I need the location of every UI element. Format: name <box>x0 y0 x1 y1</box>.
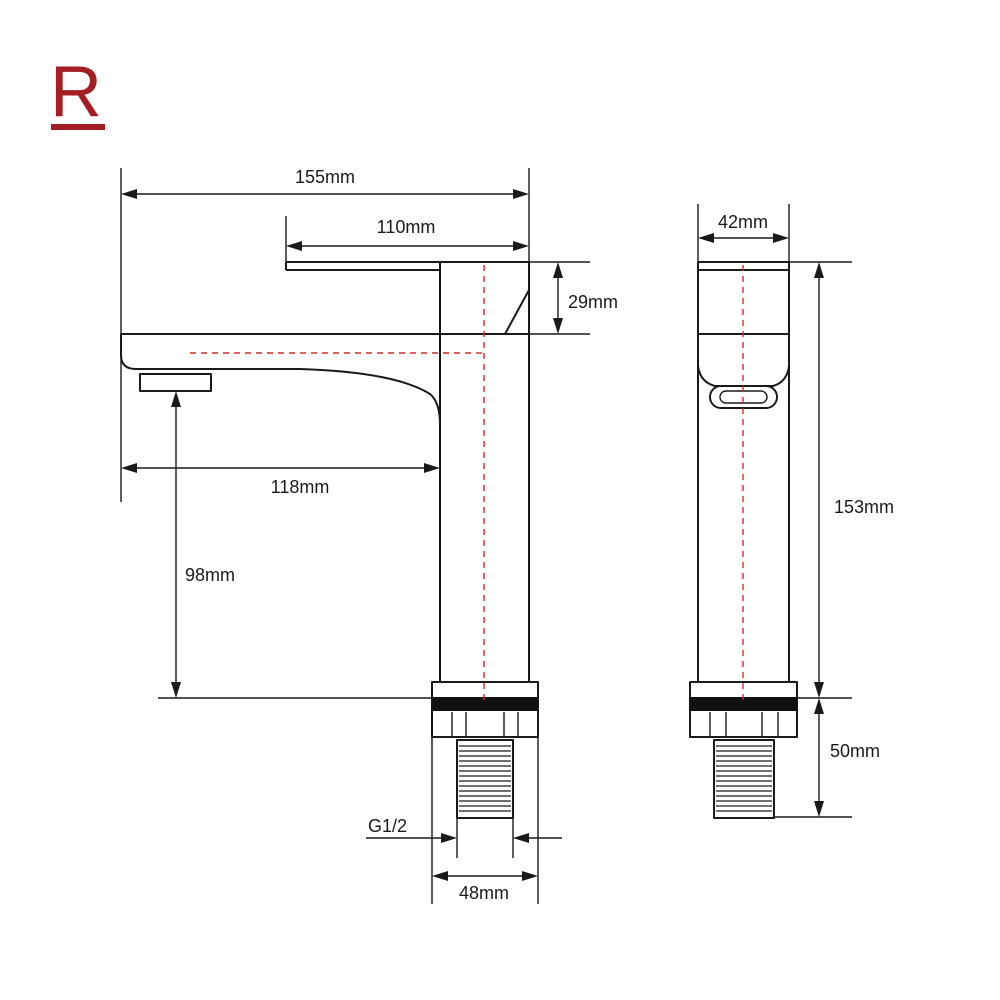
arrowhead <box>814 262 824 278</box>
dimension-label-handle-height: 29mm <box>568 292 618 312</box>
faucet-handle-lever <box>286 261 530 335</box>
shank-threads <box>459 745 511 812</box>
side-body <box>697 261 790 682</box>
side-view: 42mm 153mm 50mm <box>689 204 894 819</box>
arrowhead <box>553 318 563 334</box>
side-base-flange-band <box>690 697 797 711</box>
arrowhead <box>513 833 529 843</box>
arrowhead <box>171 391 181 407</box>
side-threaded-shank <box>713 739 775 819</box>
threaded-shank <box>456 739 514 819</box>
side-shank-threads <box>716 745 772 812</box>
dimension-label-spout-reach: 118mm <box>271 477 330 497</box>
arrowhead <box>441 833 457 843</box>
dimension-label-thread-size: G1/2 <box>368 816 407 836</box>
arrowhead <box>773 233 789 243</box>
arrowhead <box>522 871 538 881</box>
faucet-aerator <box>139 373 212 392</box>
arrowhead <box>286 241 302 251</box>
arrowhead <box>814 698 824 714</box>
arrowhead <box>513 241 529 251</box>
dimension-label-spout-clearance: 98mm <box>185 565 235 585</box>
arrowhead <box>121 463 137 473</box>
base-flange-band <box>432 697 538 711</box>
dimension-label-shank-length: 50mm <box>830 741 880 761</box>
dimension-label-body-width: 42mm <box>718 212 768 232</box>
arrowhead <box>121 189 137 199</box>
dimension-label-handle-length: 110mm <box>377 217 436 237</box>
arrowhead <box>171 682 181 698</box>
arrowhead <box>553 262 563 278</box>
brand-logo-underline <box>51 124 105 130</box>
brand-logo-letter: R <box>50 52 102 132</box>
arrowhead <box>513 189 529 199</box>
arrowhead <box>432 871 448 881</box>
front-view: 155mm 110mm 29mm 118mm 98mm G1/2 <box>120 167 618 904</box>
brand-logo: R <box>50 52 105 132</box>
dimension-label-body-height: 153mm <box>834 497 894 517</box>
arrowhead <box>814 682 824 698</box>
arrowhead <box>424 463 440 473</box>
arrowhead <box>814 801 824 817</box>
arrowhead <box>698 233 714 243</box>
dimension-label-overall-length: 155mm <box>295 167 355 187</box>
faucet-spout <box>120 333 441 426</box>
dimension-label-base-diameter: 48mm <box>459 883 509 903</box>
